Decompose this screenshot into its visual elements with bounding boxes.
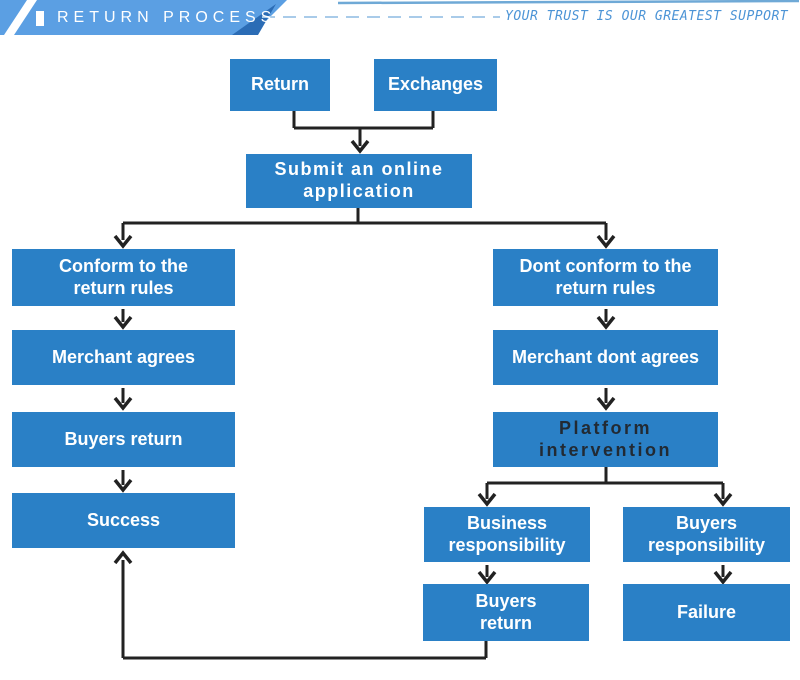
node-merchant-dont-agrees: Merchant dont agrees xyxy=(493,330,718,385)
title-bar-icon xyxy=(36,10,44,26)
page-title-text: RETURN PROCESS xyxy=(57,9,277,26)
node-exchanges: Exchanges xyxy=(374,59,497,111)
header-banner-fold xyxy=(232,4,276,35)
node-merchant-agrees: Merchant agrees xyxy=(12,330,235,385)
node-return: Return xyxy=(230,59,330,111)
node-dont-conform-rules: Dont conform to the return rules xyxy=(493,249,718,306)
node-failure: Failure xyxy=(623,584,790,641)
node-platform-intervention: Platform intervention xyxy=(493,412,718,467)
node-submit-application: Submit an online application xyxy=(246,154,472,208)
node-success: Success xyxy=(12,493,235,548)
header-banner-ribbon xyxy=(0,0,287,35)
header-tagline: YOUR TRUST IS OUR GREATEST SUPPORT xyxy=(505,9,789,24)
node-buyers-responsibility: Buyers responsibility xyxy=(623,507,790,562)
header-top-edge-line xyxy=(337,0,800,5)
node-business-responsibility: Business responsibility xyxy=(424,507,590,562)
node-buyers-return-2: Buyers return xyxy=(423,584,589,641)
header-ribbon-graphics xyxy=(0,0,800,35)
page-title: RETURN PROCESS xyxy=(36,8,276,28)
header-banner-stripe xyxy=(4,0,37,35)
node-conform-rules: Conform to the return rules xyxy=(12,249,235,306)
node-buyers-return: Buyers return xyxy=(12,412,235,467)
